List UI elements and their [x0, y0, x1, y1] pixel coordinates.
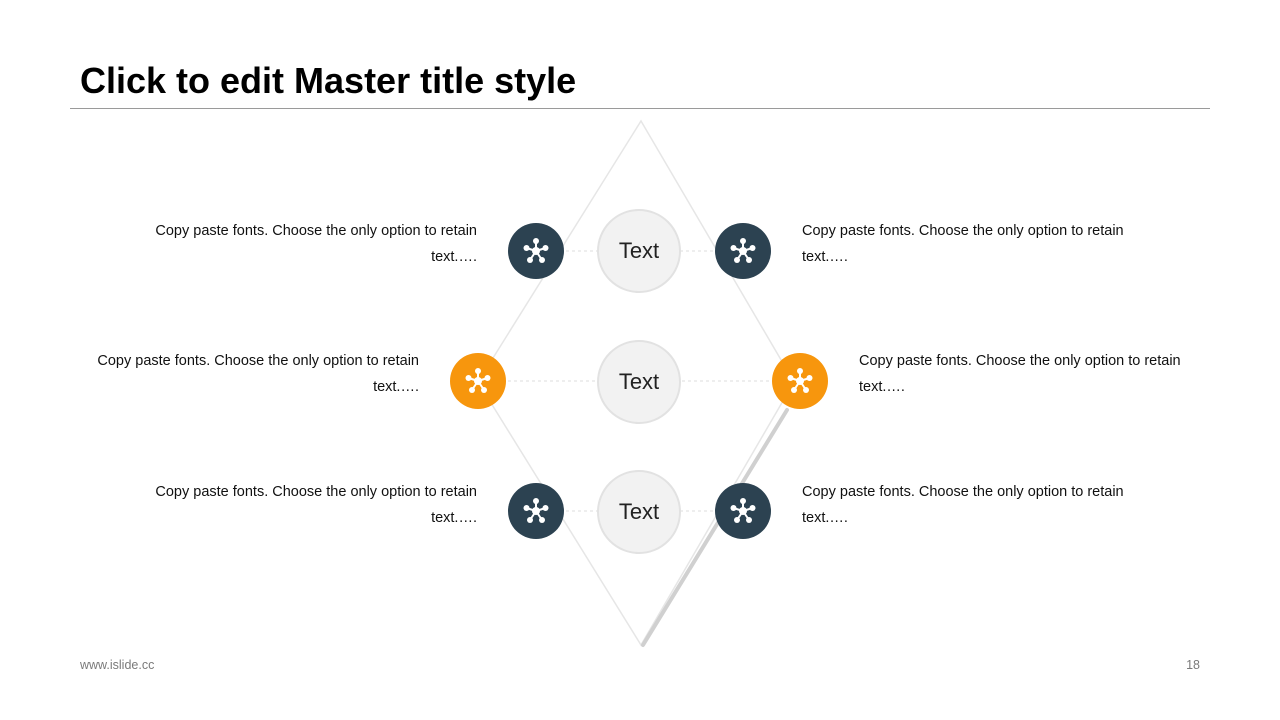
title-divider: [70, 108, 1210, 109]
diamond-shadow-edge: [641, 408, 789, 647]
node-right-bottom: [715, 483, 771, 539]
network-icon: [523, 238, 549, 263]
node-left-middle: [450, 353, 506, 409]
network-icon: [523, 498, 549, 523]
node-right-middle: [772, 353, 828, 409]
footer-url: www.islide.cc: [80, 658, 155, 672]
node-left-bottom: [508, 483, 564, 539]
desc-left-bottom[interactable]: Copy paste fonts. Choose the only option…: [155, 484, 477, 526]
desc-right-bottom[interactable]: Copy paste fonts. Choose the only option…: [802, 484, 1124, 526]
network-icon: [730, 498, 756, 523]
desc-right-top[interactable]: Copy paste fonts. Choose the only option…: [802, 223, 1124, 265]
network-icon: [465, 368, 491, 393]
center-circle-bottom[interactable]: Text: [597, 470, 681, 554]
desc-left-top[interactable]: Copy paste fonts. Choose the only option…: [155, 223, 477, 265]
network-icon: [730, 238, 756, 263]
network-icon: [787, 368, 813, 393]
node-left-top: [508, 223, 564, 279]
slide-title[interactable]: Click to edit Master title style: [80, 60, 577, 101]
node-right-top: [715, 223, 771, 279]
page-number: 18: [1186, 658, 1200, 672]
center-circle-middle[interactable]: Text: [597, 340, 681, 424]
desc-left-middle[interactable]: Copy paste fonts. Choose the only option…: [97, 353, 419, 395]
center-circle-top[interactable]: Text: [597, 209, 681, 293]
desc-right-middle[interactable]: Copy paste fonts. Choose the only option…: [859, 353, 1181, 395]
